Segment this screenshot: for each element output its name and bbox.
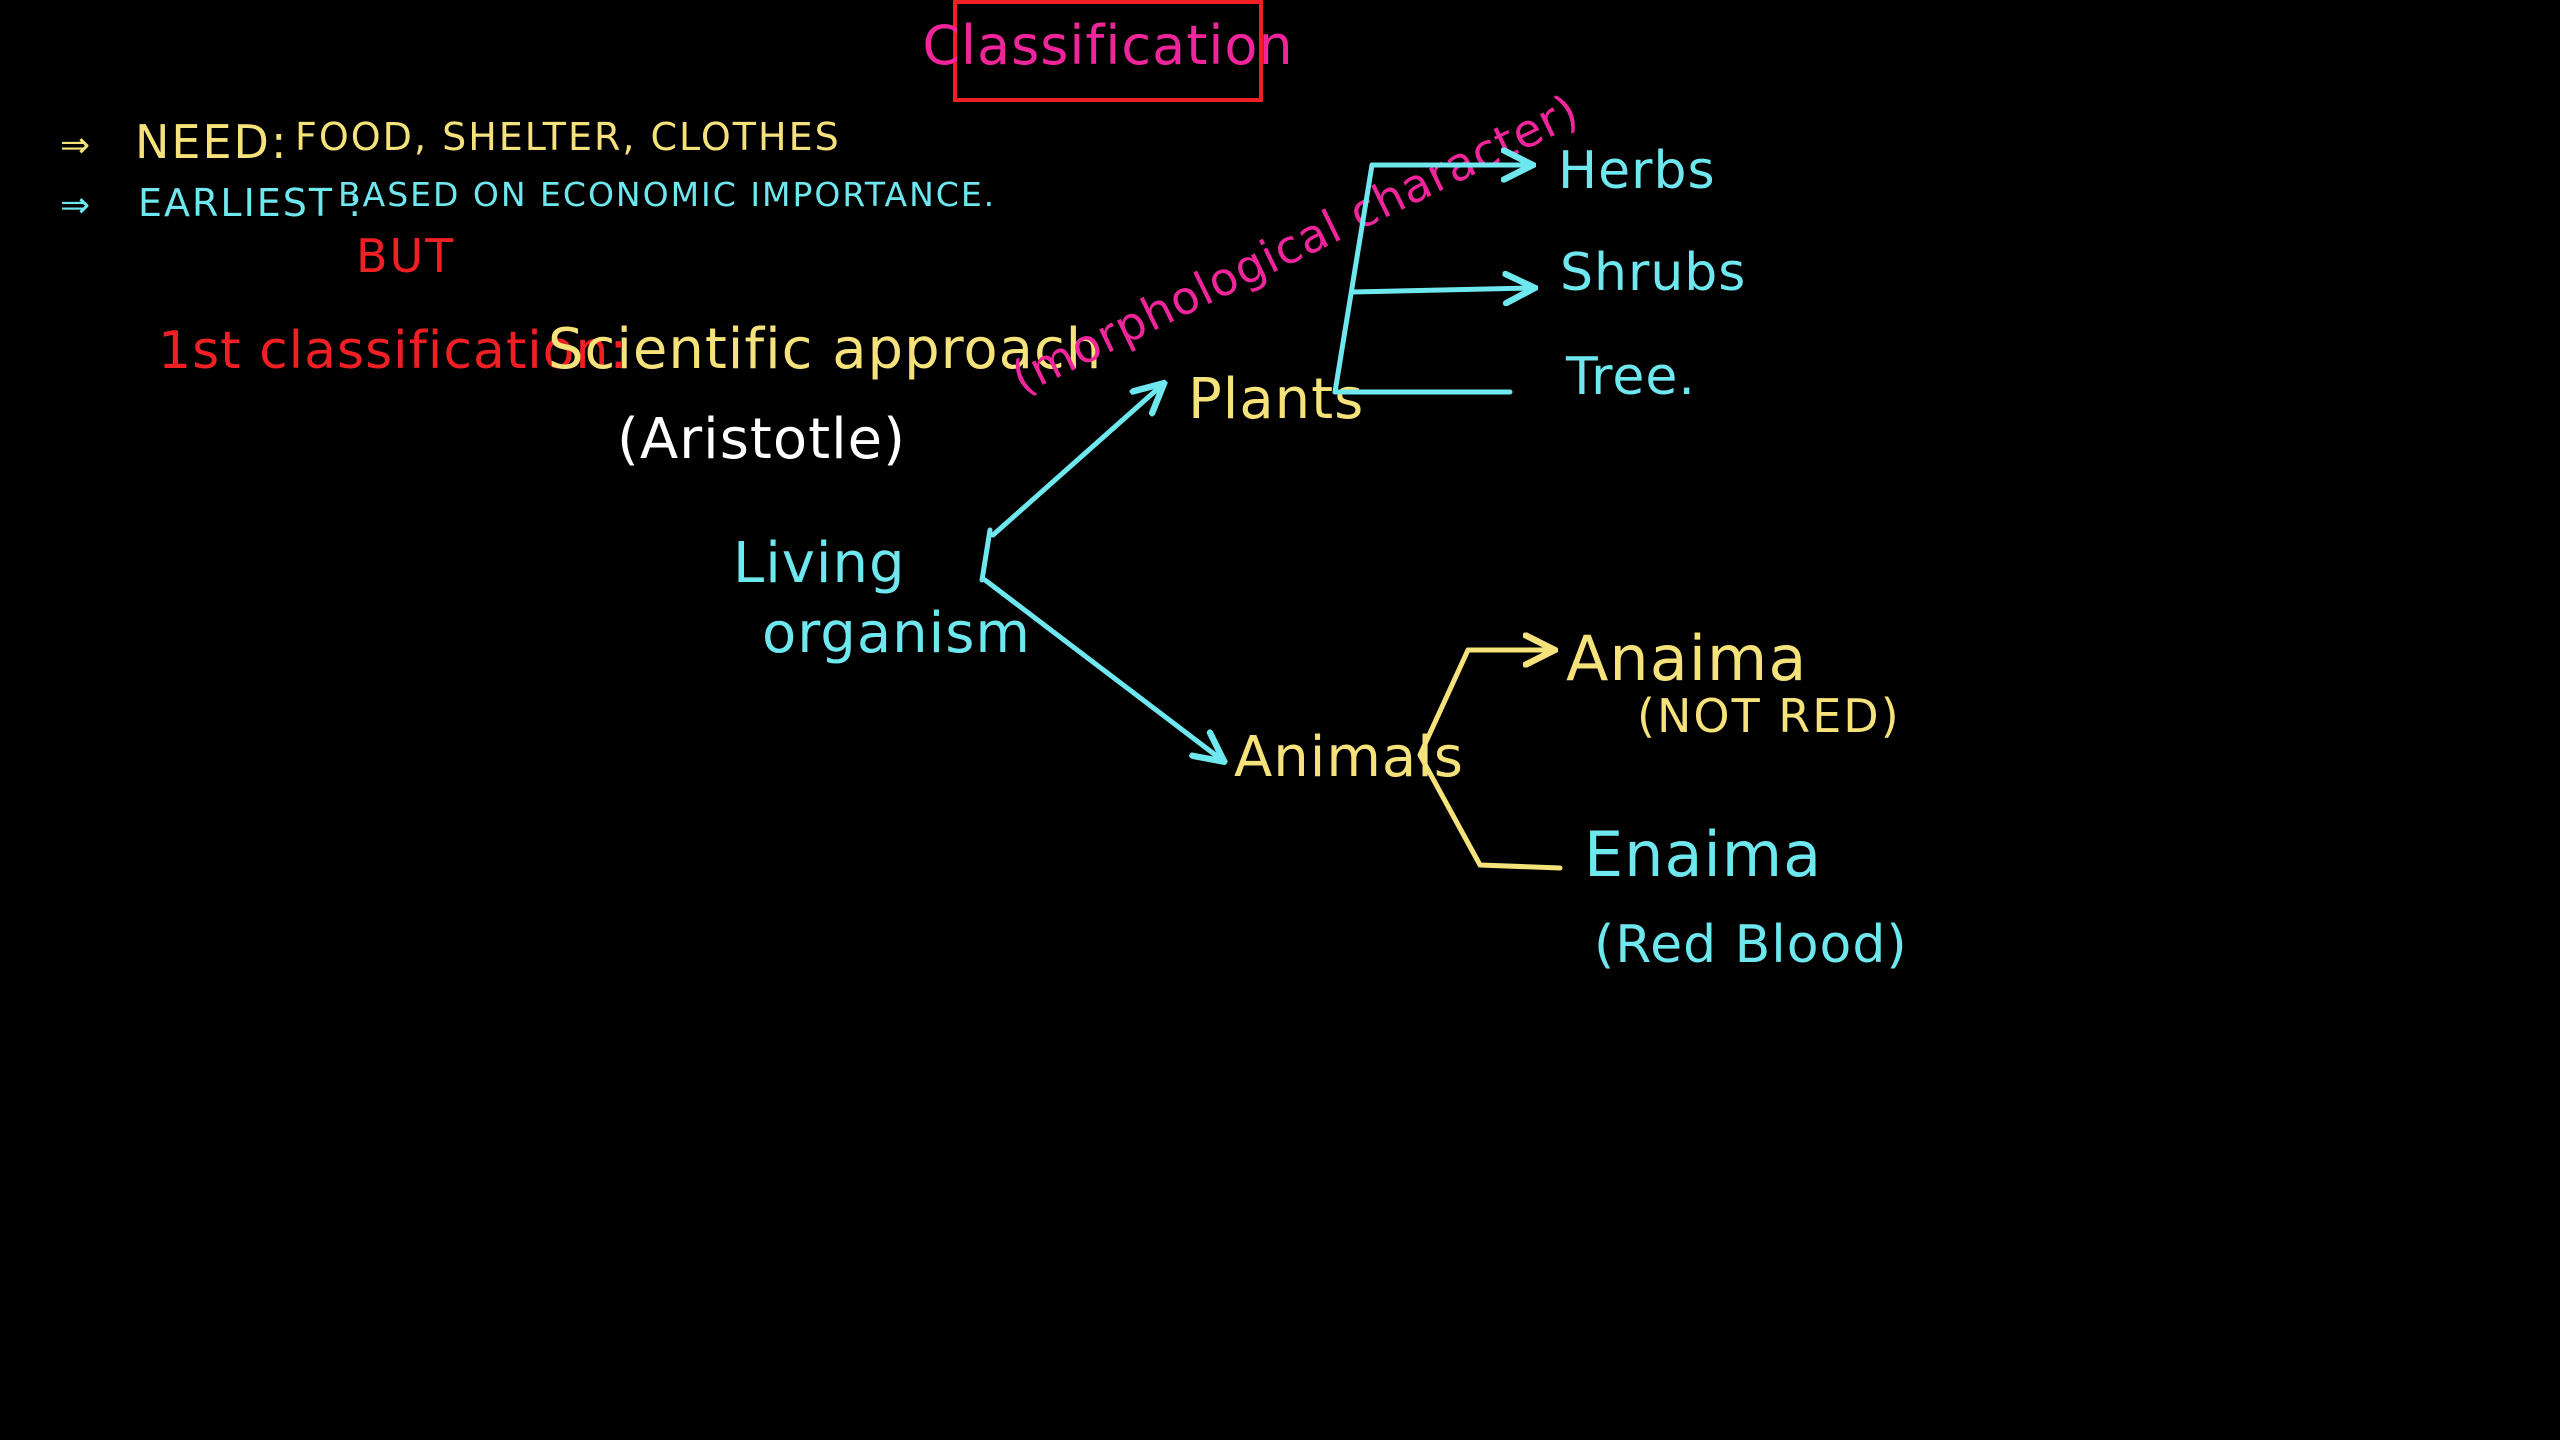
animals-bracket xyxy=(1417,647,1563,871)
earliest-text: BASED ON ECONOMIC IMPORTANCE. xyxy=(338,175,996,214)
anaima-label: Anaima xyxy=(1566,622,1807,695)
root-label-line1: Living xyxy=(733,531,906,596)
need-note: ⇒ NEED: FOOD, SHELTER, CLOTHES xyxy=(60,115,841,169)
implies-arrow-icon: ⇒ xyxy=(60,185,90,226)
branch-to-animals xyxy=(982,577,1222,760)
plants-label: Plants xyxy=(1188,367,1364,432)
title-box xyxy=(953,0,1263,102)
branch-to-plants xyxy=(979,385,1162,583)
enaima-note: (Red Blood) xyxy=(1594,915,1908,975)
implies-arrow-icon: ⇒ xyxy=(60,125,90,166)
page-title: Classification xyxy=(922,14,1293,77)
first-classification-label: 1st classification: xyxy=(158,321,628,381)
but-text: BUT xyxy=(356,229,455,283)
root-label-line2: organism xyxy=(762,601,1031,666)
scientific-approach-text: Scientific approach xyxy=(548,317,1102,382)
aristotle-text: (Aristotle) xyxy=(617,407,906,472)
need-text: FOOD, SHELTER, CLOTHES xyxy=(295,115,841,159)
plants-bracket xyxy=(1332,162,1375,395)
plants-basis-text: (morphological character) xyxy=(1003,83,1587,405)
arrow-to-shrubs xyxy=(1349,288,1532,292)
need-label: NEED: xyxy=(135,115,288,169)
anaima-note: (NOT RED) xyxy=(1637,689,1901,743)
title-group: Classification xyxy=(922,0,1293,102)
root-node: Living organism xyxy=(733,531,1031,666)
shrubs-label: Shrubs xyxy=(1560,243,1746,303)
earliest-note: ⇒ EARLIEST : BASED ON ECONOMIC IMPORTANC… xyxy=(60,175,996,226)
tree-label: Tree. xyxy=(1565,347,1696,407)
animals-label: Animals xyxy=(1234,725,1464,790)
herbs-label: Herbs xyxy=(1558,141,1716,201)
earliest-label: EARLIEST : xyxy=(138,181,363,225)
enaima-label: Enaima xyxy=(1584,818,1822,891)
